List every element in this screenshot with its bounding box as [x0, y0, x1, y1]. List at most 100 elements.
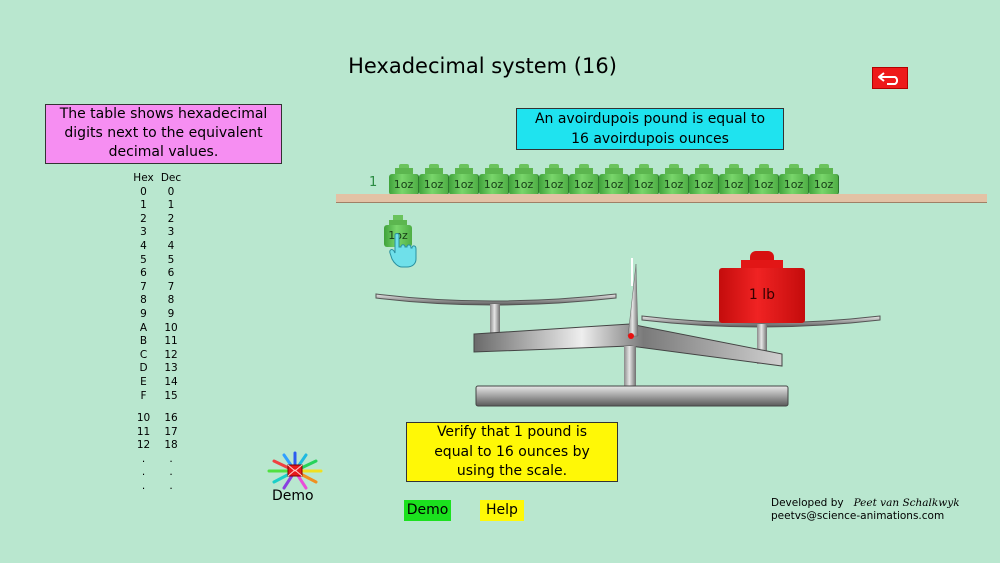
info-line: The table shows hexadecimal [59, 106, 268, 122]
ounce-weight[interactable]: 1oz [779, 164, 809, 195]
pound-ounce-box: An avoirdupois pound is equal to 16 avoi… [516, 108, 784, 150]
dec-cell: 2 [167, 212, 175, 225]
hex-cell: 10 [136, 412, 151, 425]
ounce-weight[interactable]: 1oz [749, 164, 779, 195]
hex-header: Hex [133, 172, 154, 184]
ounce-weight-label: 1oz [809, 174, 839, 195]
ounce-weight-label: 1oz [449, 174, 479, 195]
ounce-weight-label: 1oz [479, 174, 509, 195]
table-row: 10 16 [130, 412, 185, 426]
pound-weight-label: 1 lb [719, 268, 805, 323]
demo-button[interactable]: Demo [404, 500, 451, 521]
verify-line: Verify that 1 pound is [436, 424, 588, 440]
ounce-weight-label: 1oz [599, 174, 629, 195]
shelf-count: 1 [369, 175, 378, 190]
ounce-weight[interactable]: 1oz [539, 164, 569, 195]
dec-cell: . [169, 480, 173, 493]
ounce-weight[interactable]: 1oz [569, 164, 599, 195]
contact-email[interactable]: peetvs@science-animations.com [771, 510, 945, 522]
info-line: decimal values. [108, 144, 219, 160]
dec-cell: 6 [167, 267, 175, 280]
info-box: The table shows hexadecimal digits next … [45, 104, 282, 164]
starburst-envelope-icon[interactable] [266, 451, 324, 491]
hex-cell: . [141, 466, 146, 479]
dec-cell: 1 [167, 199, 175, 212]
ounce-weight[interactable]: 1oz [419, 164, 449, 195]
right-pan-post [757, 324, 767, 364]
author-name: Peet van Schalkwyk [853, 497, 960, 509]
verify-line: equal to 16 ounces by [434, 443, 590, 460]
dec-cell: 3 [167, 226, 175, 239]
hex-cell: 9 [140, 307, 147, 320]
ounce-weight-label: 1oz [749, 174, 779, 195]
dec-cell: 16 [164, 412, 178, 425]
dec-cell: 12 [164, 348, 178, 361]
pointing-hand-icon [389, 233, 417, 268]
left-pan-post [490, 304, 500, 342]
hex-cell: . [141, 452, 146, 465]
scale-pillar [624, 346, 636, 386]
ounce-weight[interactable]: 1oz [719, 164, 749, 195]
hex-cell: B [139, 335, 148, 348]
info-line: digits next to the equivalent [64, 125, 263, 141]
verify-line: using the scale. [456, 463, 568, 479]
hex-cell: 2 [140, 212, 147, 225]
ounce-weight[interactable]: 1oz [599, 164, 629, 195]
ounce-weight[interactable]: 1oz [389, 164, 419, 195]
ounce-weight[interactable]: 1oz [809, 164, 839, 195]
ounce-weight-label: 1oz [539, 174, 569, 195]
hex-cell: 4 [140, 239, 147, 252]
pound-weight[interactable]: 1 lb [719, 251, 805, 323]
dec-cell: 4 [167, 239, 175, 252]
developed-by-text: Developed by [771, 497, 844, 509]
page-title: Hexadecimal system (16) [348, 54, 617, 78]
table-row: .. [130, 480, 185, 494]
ounce-weight-label: 1oz [659, 174, 689, 195]
table-row: .. [130, 453, 185, 467]
hex-cell: 7 [140, 280, 147, 293]
ounce-weight[interactable]: 1oz [659, 164, 689, 195]
dec-cell: 9 [167, 307, 175, 320]
ounce-weight-label: 1oz [569, 174, 599, 195]
hex-cell: A [139, 321, 148, 334]
dec-cell: 13 [164, 362, 178, 375]
hex-cell: C [139, 348, 148, 361]
help-button[interactable]: Help [480, 500, 524, 521]
back-button[interactable] [872, 67, 908, 89]
dec-cell: 18 [164, 439, 178, 452]
table-row: 12 18 [130, 439, 185, 453]
dec-cell: 8 [167, 294, 175, 307]
weight-shelf [336, 194, 987, 203]
ounce-weight[interactable]: 1oz [479, 164, 509, 195]
dec-cell: 7 [167, 280, 175, 293]
scale-base [475, 385, 789, 407]
ounce-weight[interactable]: 1oz [449, 164, 479, 195]
hex-cell: . [141, 480, 146, 493]
dec-cell: 0 [167, 185, 175, 198]
demo-icon-label[interactable]: Demo [272, 488, 314, 504]
table-row: .. [130, 466, 185, 480]
ounce-weight-label: 1oz [509, 174, 539, 195]
verify-instructions: Verify that 1 pound is equal to 16 ounce… [406, 422, 618, 482]
hex-cell: 12 [136, 439, 151, 452]
ounce-weight-label: 1oz [719, 174, 749, 195]
return-arrow-icon [878, 72, 899, 85]
ounce-weight[interactable]: 1oz [629, 164, 659, 195]
pound-line: An avoirdupois pound is equal to [534, 111, 766, 127]
ounce-weight[interactable]: 1oz [689, 164, 719, 195]
ounce-weight[interactable]: 1oz [509, 164, 539, 195]
hex-cell: 6 [140, 267, 147, 280]
pivot-dot [628, 333, 634, 339]
